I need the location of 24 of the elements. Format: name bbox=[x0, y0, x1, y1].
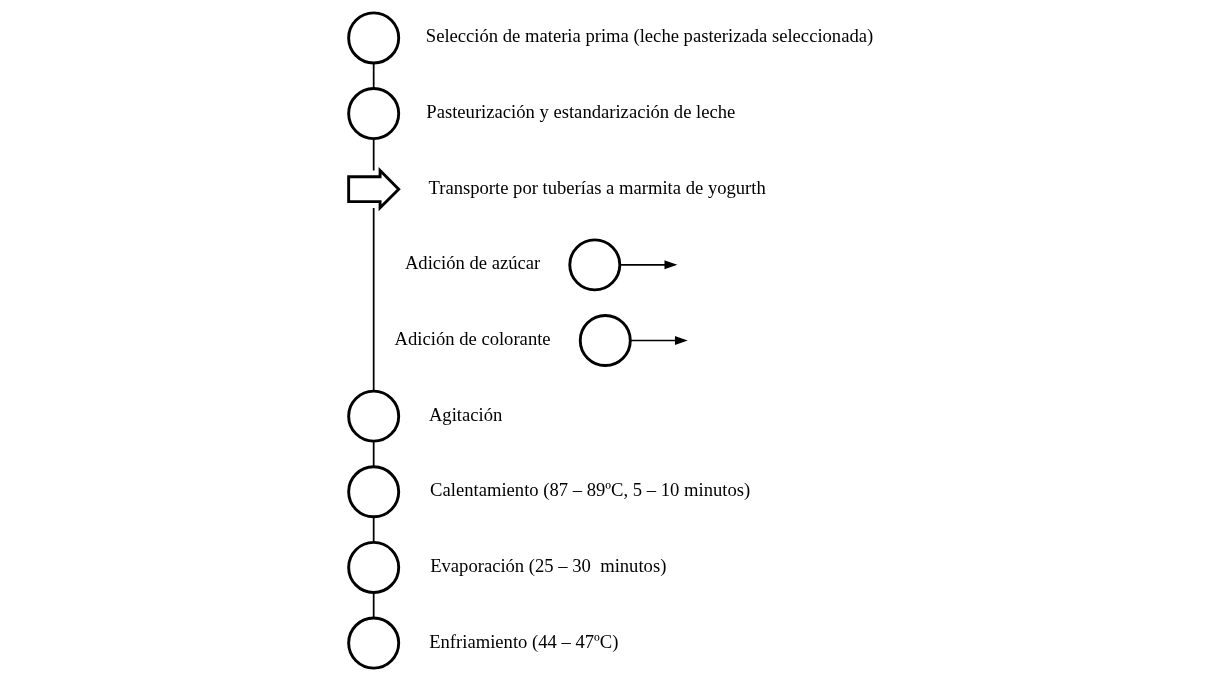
node-circle bbox=[347, 616, 401, 670]
connector bbox=[372, 207, 375, 392]
node-label: Transporte por tuberías a marmita de yogurth bbox=[428, 176, 766, 198]
node-label: Calentamiento (87 – 89ºC, 5 – 10 minutos) bbox=[430, 479, 751, 501]
node-circle bbox=[347, 465, 401, 519]
node-label: Pasteurización y estandarización de leche bbox=[426, 100, 736, 122]
node-circle bbox=[347, 87, 401, 141]
node-circle bbox=[578, 314, 632, 367]
node-label: Agitación bbox=[428, 403, 503, 425]
connector bbox=[372, 591, 375, 619]
connector bbox=[372, 516, 375, 543]
node-circle bbox=[347, 540, 401, 594]
connector bbox=[372, 440, 375, 468]
node-label: Selección de materia prima (leche pasterizada seleccionada) bbox=[425, 25, 874, 47]
node-label: Adición de azúcar bbox=[404, 252, 541, 274]
node-circle bbox=[347, 11, 401, 65]
connector bbox=[372, 62, 375, 89]
node-label: Enfriamiento (44 – 47ºC) bbox=[429, 630, 619, 652]
node-circle bbox=[568, 238, 622, 292]
node-label: Adición de colorante bbox=[394, 327, 551, 349]
connector bbox=[372, 137, 375, 172]
node-label: Evaporación (25 – 30 minutos) bbox=[430, 554, 667, 576]
node-arrow bbox=[347, 167, 401, 212]
node-circle bbox=[347, 389, 401, 443]
